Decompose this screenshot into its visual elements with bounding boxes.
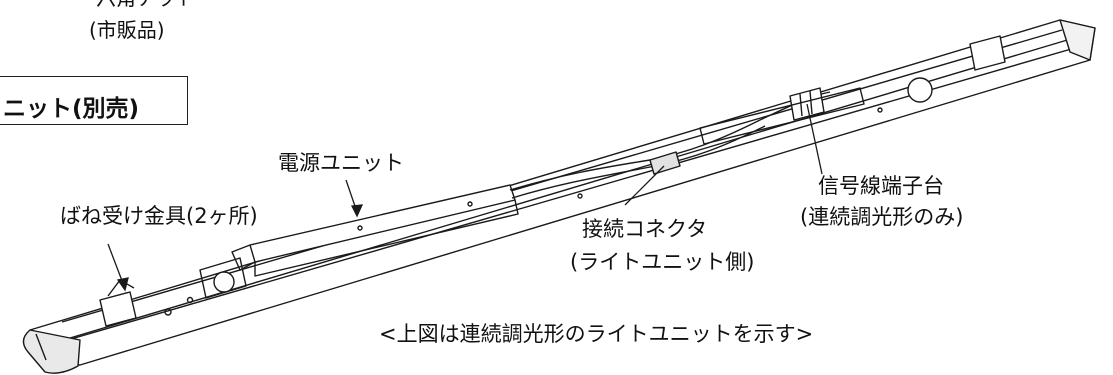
leader-connector — [624, 165, 665, 206]
connector — [649, 151, 681, 175]
light-unit-box-label: ニット(別売) — [3, 96, 140, 122]
right-end-cap — [1059, 19, 1096, 61]
connector-label-line1: 接続コネクタ — [582, 217, 708, 241]
spring-bracket-label: ばね受け金具(2ヶ所) — [60, 204, 258, 228]
terminal-label-line1: 信号線端子台 — [818, 174, 944, 198]
terminal-label-line2: (連続調光形のみ) — [800, 205, 964, 229]
spring-bracket-right — [969, 35, 1006, 71]
connector-label-line2: (ライトユニット側) — [570, 250, 755, 274]
nut-label-line2: (市販品) — [89, 18, 165, 42]
light-unit-box: ニット(別売) — [0, 76, 188, 125]
nut-label-line1: 六角ナット — [96, 0, 196, 8]
caption: <上図は連続調光形のライトユニットを示す> — [379, 322, 814, 346]
left-end-cap — [22, 329, 81, 374]
power-unit-label: 電源ユニット — [278, 151, 404, 175]
leader-terminal — [806, 103, 823, 175]
spring-bracket-left — [99, 291, 137, 327]
